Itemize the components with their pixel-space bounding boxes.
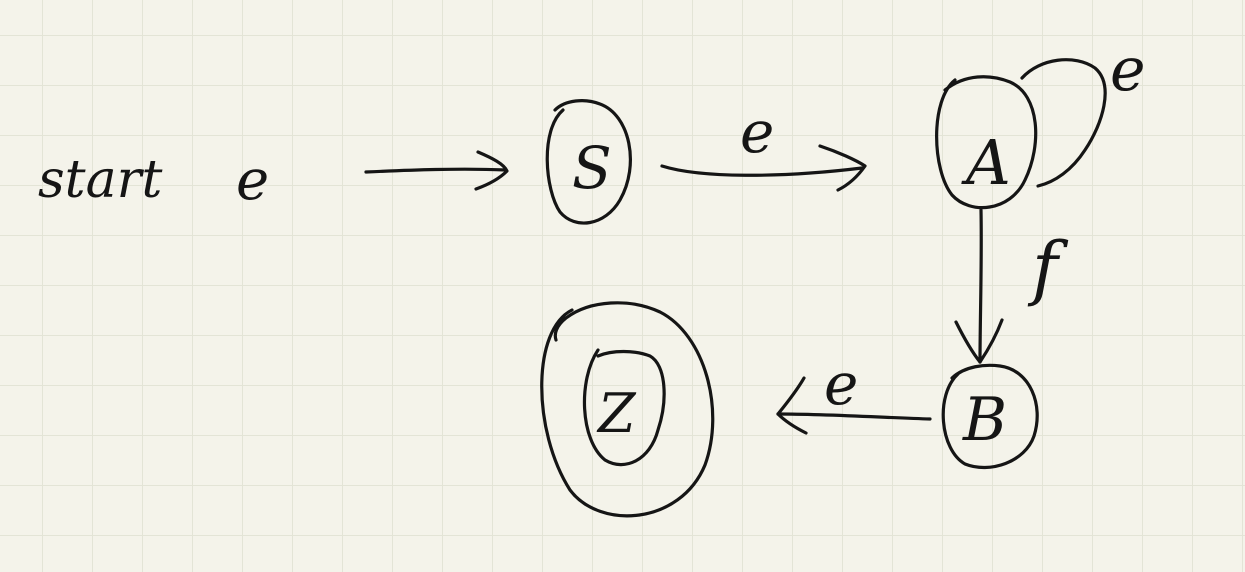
state-z-inner-circle bbox=[582, 348, 666, 467]
edge-a-to-b: f bbox=[954, 208, 1069, 364]
edge-b-to-z-label: e bbox=[824, 350, 858, 418]
state-z-accepting[interactable]: Z bbox=[540, 301, 715, 518]
start-edge-label: e bbox=[236, 148, 269, 213]
state-a-circle bbox=[935, 75, 1038, 210]
state-s-circle bbox=[545, 99, 632, 225]
state-z-label: Z bbox=[596, 382, 637, 445]
edge-s-to-a-label: e bbox=[740, 98, 774, 166]
state-s-label: S bbox=[572, 134, 612, 202]
edge-b-to-z: e bbox=[776, 350, 932, 435]
state-z-outer-circle bbox=[540, 301, 715, 518]
state-a-label: A bbox=[961, 126, 1011, 199]
edge-a-self-loop-label: e bbox=[1110, 35, 1146, 105]
edge-s-to-a: e bbox=[660, 98, 867, 192]
start-arrow bbox=[364, 150, 509, 191]
state-b[interactable]: B bbox=[941, 363, 1039, 470]
state-b-label: B bbox=[962, 385, 1007, 455]
edge-a-to-b-label: f bbox=[1027, 227, 1069, 309]
state-a[interactable]: A bbox=[935, 75, 1038, 210]
start-label: start bbox=[38, 150, 162, 210]
state-b-circle bbox=[941, 363, 1039, 470]
edge-a-self-loop: e bbox=[1020, 35, 1146, 188]
state-s[interactable]: S bbox=[545, 99, 632, 225]
